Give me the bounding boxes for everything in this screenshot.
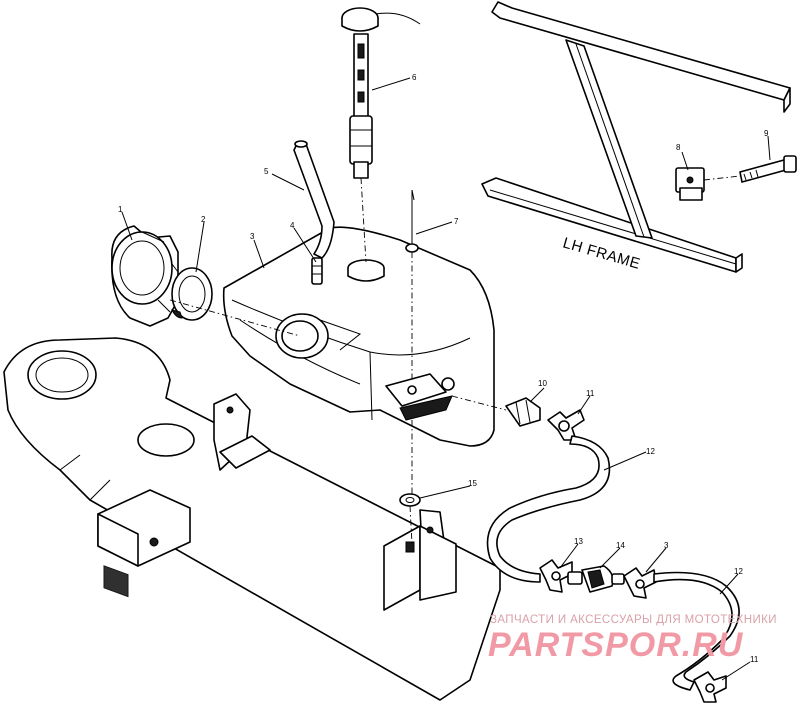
clamp-part-13	[539, 559, 573, 593]
callout-11-lower: 11	[750, 655, 759, 664]
fuel-sender-part-6	[341, 7, 421, 179]
clamp-part-11-upper	[547, 409, 585, 441]
callout-4: 4	[290, 221, 295, 230]
callout-13: 13	[574, 537, 583, 546]
stud-part-7	[405, 189, 419, 253]
gasket-part-2	[171, 267, 213, 321]
callout-3: 3	[250, 232, 255, 241]
callout-6: 6	[412, 73, 417, 82]
chassis-beam	[3, 337, 501, 701]
bracket-part-8	[675, 167, 705, 201]
callout-9: 9	[764, 129, 769, 138]
callout-labels: 1 2 3 4 5 6 7 8 9 10 11 12 15 13 14 3 12…	[118, 73, 769, 664]
lh-frame	[481, 1, 791, 273]
bolt-part-9	[739, 155, 797, 183]
callout-11-upper: 11	[586, 389, 595, 398]
callout-14: 14	[616, 541, 625, 550]
clamp-part-11-lower	[693, 671, 727, 703]
clamp-part-3-lower	[623, 567, 657, 599]
washer-part-15	[399, 493, 421, 507]
callout-2: 2	[201, 215, 206, 224]
callout-8: 8	[676, 143, 681, 152]
watermark: ЗАПЧАСТИ И АКСЕССУАРЫ ДЛЯ МОТОТЕХНИКИ PA…	[488, 614, 777, 664]
fuel-line-part-12-lower	[653, 571, 740, 691]
callout-3-lower: 3	[664, 541, 669, 550]
callout-5: 5	[264, 167, 269, 176]
callout-10: 10	[538, 379, 547, 388]
callout-7: 7	[454, 217, 459, 226]
fuel-tank-part-3	[222, 226, 495, 447]
watermark-brand: PARTSPOR.RU	[488, 626, 744, 664]
watermark-tagline: ЗАПЧАСТИ И АКСЕССУАРЫ ДЛЯ МОТОТЕХНИКИ	[490, 614, 777, 626]
fuel-filter-part-14	[567, 565, 625, 593]
fuel-line-part-12-upper	[486, 435, 611, 583]
callout-12-lower: 12	[734, 567, 743, 576]
callout-15: 15	[468, 479, 477, 488]
filler-cap-part-1	[111, 225, 179, 327]
leader-lines	[121, 77, 771, 681]
fitting-part-10	[505, 397, 541, 427]
callout-1: 1	[118, 205, 123, 214]
callout-12-upper: 12	[646, 447, 655, 456]
